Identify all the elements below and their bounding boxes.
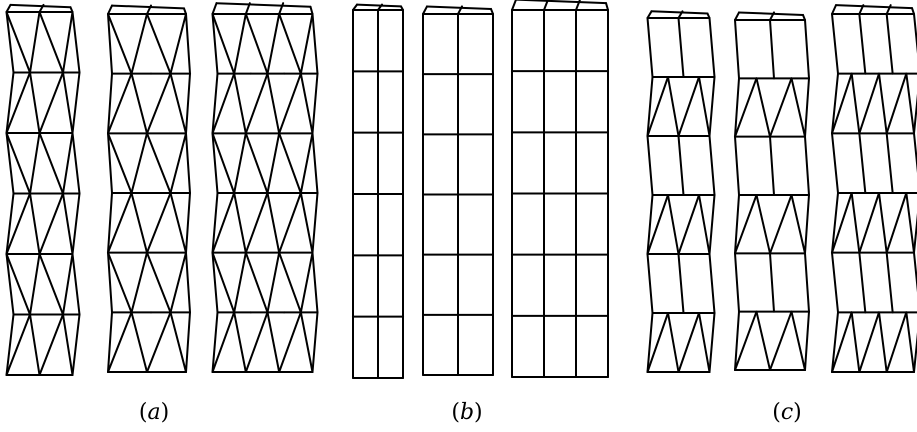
tower-a-2 [107,4,191,373]
tower-b-1 [352,3,404,379]
caption-b: (b) [451,400,483,425]
tower-b-3 [511,0,609,378]
tower-c-3 [831,4,917,373]
tower-b-2 [422,5,494,376]
tower-c-1 [646,10,716,373]
tower-c-2 [734,11,810,371]
tower-a-1 [5,3,81,376]
caption-c: (c) [772,400,802,425]
tower-a-3 [211,2,319,373]
caption-a: (a) [138,400,170,425]
